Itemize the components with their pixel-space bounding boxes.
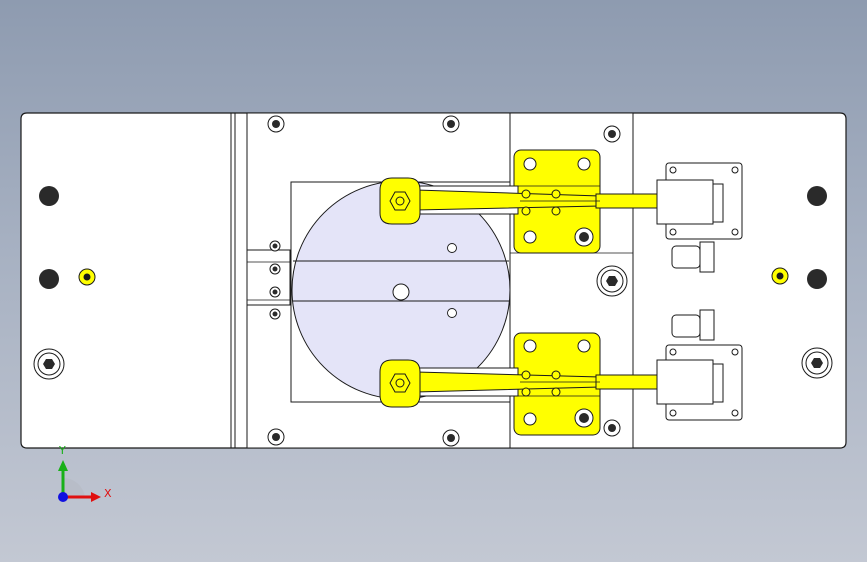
switch-unit-bottom[interactable] [656, 309, 743, 421]
mount-hole-left-top [39, 186, 59, 206]
switch-bottom-screw-3 [669, 409, 677, 417]
clamp-top-pivot-2 [551, 189, 561, 199]
switch-unit-top[interactable] [656, 162, 743, 273]
switch-bottom-screw-4 [731, 409, 739, 417]
small-screw-9[interactable] [269, 286, 281, 298]
view-triad[interactable]: X Y [58, 444, 112, 502]
cap-screw-left-hex [43, 359, 55, 369]
small-screw-10[interactable] [269, 308, 281, 320]
arrow-right-icon [91, 492, 101, 502]
switch-top-screw-1 [669, 166, 677, 174]
disc-center-hole [392, 283, 410, 301]
clamp-top-spindle-tip [395, 196, 405, 206]
switch-top-plunger [712, 183, 724, 223]
fixture-plate-notch [247, 249, 291, 306]
small-screw-8[interactable] [269, 263, 281, 275]
clamp-bottom-pivot-3 [521, 387, 531, 397]
mount-hole-right-top [807, 186, 827, 206]
arrow-up-icon [58, 460, 68, 471]
mount-hole-left-mid [39, 269, 59, 289]
clamp-bottom-bolt-2 [577, 339, 591, 353]
cap-screw-right-hex [811, 358, 823, 368]
small-screw-10-core [272, 311, 278, 317]
locating-pin-right[interactable] [771, 267, 789, 285]
disc-pin-hole-bottom [447, 308, 457, 318]
clamp-bottom-bolt-3 [523, 412, 537, 426]
small-screw-1-core [272, 120, 280, 128]
small-screw-5-core [272, 433, 280, 441]
triad-rotation-arc [63, 477, 85, 497]
cap-screw-left[interactable] [33, 348, 65, 380]
switch-bottom-fitting-nut [699, 309, 715, 341]
cap-screw-center[interactable] [596, 265, 628, 297]
small-screw-1[interactable] [267, 115, 285, 133]
locating-pin-left[interactable] [78, 268, 96, 286]
switch-top-screw-3 [669, 228, 677, 236]
cap-screw-center-hex [606, 276, 618, 286]
locating-pin-right-core [776, 272, 784, 280]
small-screw-2-core [447, 120, 455, 128]
switch-bottom-block [656, 359, 714, 405]
clamp-top-bolt-3 [523, 230, 537, 244]
small-screw-5[interactable] [267, 428, 285, 446]
switch-bottom-fitting [671, 314, 701, 338]
disc-pin-hole-top [447, 243, 457, 253]
switch-bottom-screw-2 [731, 348, 739, 356]
clamp-top-bolt-1 [523, 157, 537, 171]
switch-top-fitting-nut [699, 241, 715, 273]
clamp-bottom-spindle-tip [395, 378, 405, 388]
clamp-top-pivot-3 [521, 206, 531, 216]
small-screw-4[interactable] [603, 419, 621, 437]
switch-bottom-plunger [712, 363, 724, 403]
clamp-bottom-pivot-2 [551, 370, 561, 380]
switch-top-screw-4 [731, 228, 739, 236]
switch-bottom-screw-1 [669, 348, 677, 356]
clamp-bottom-pivot-4 [551, 387, 561, 397]
toggle-clamp-top[interactable] [379, 149, 723, 254]
small-screw-7-core [272, 243, 278, 249]
small-screw-6-core [447, 434, 455, 442]
clamp-bottom-hex-bolt-core [579, 413, 589, 423]
triad-x-label: X [104, 487, 112, 500]
small-screw-7[interactable] [269, 240, 281, 252]
small-screw-9-core [272, 289, 278, 295]
locating-pin-left-core [83, 273, 91, 281]
small-screw-3-core [608, 130, 616, 138]
cap-screw-right[interactable] [801, 347, 833, 379]
switch-top-block [656, 179, 714, 225]
clamp-top-hex-bolt-core [579, 232, 589, 242]
clamp-bottom-pivot-1 [521, 370, 531, 380]
clamp-top-pivot-4 [551, 206, 561, 216]
triad-y-label: Y [58, 444, 66, 457]
clamp-top-pivot-1 [521, 189, 531, 199]
triad-z-axis [58, 492, 68, 502]
small-screw-2[interactable] [442, 115, 460, 133]
small-screw-3[interactable] [603, 125, 621, 143]
small-screw-8-core [272, 266, 278, 272]
small-screw-4-core [608, 424, 616, 432]
clamp-top-bolt-2 [577, 157, 591, 171]
clamp-bottom-bolt-1 [523, 339, 537, 353]
mount-hole-right-mid [807, 269, 827, 289]
switch-top-screw-2 [731, 166, 739, 174]
small-screw-6[interactable] [442, 429, 460, 447]
switch-top-fitting [671, 245, 701, 269]
